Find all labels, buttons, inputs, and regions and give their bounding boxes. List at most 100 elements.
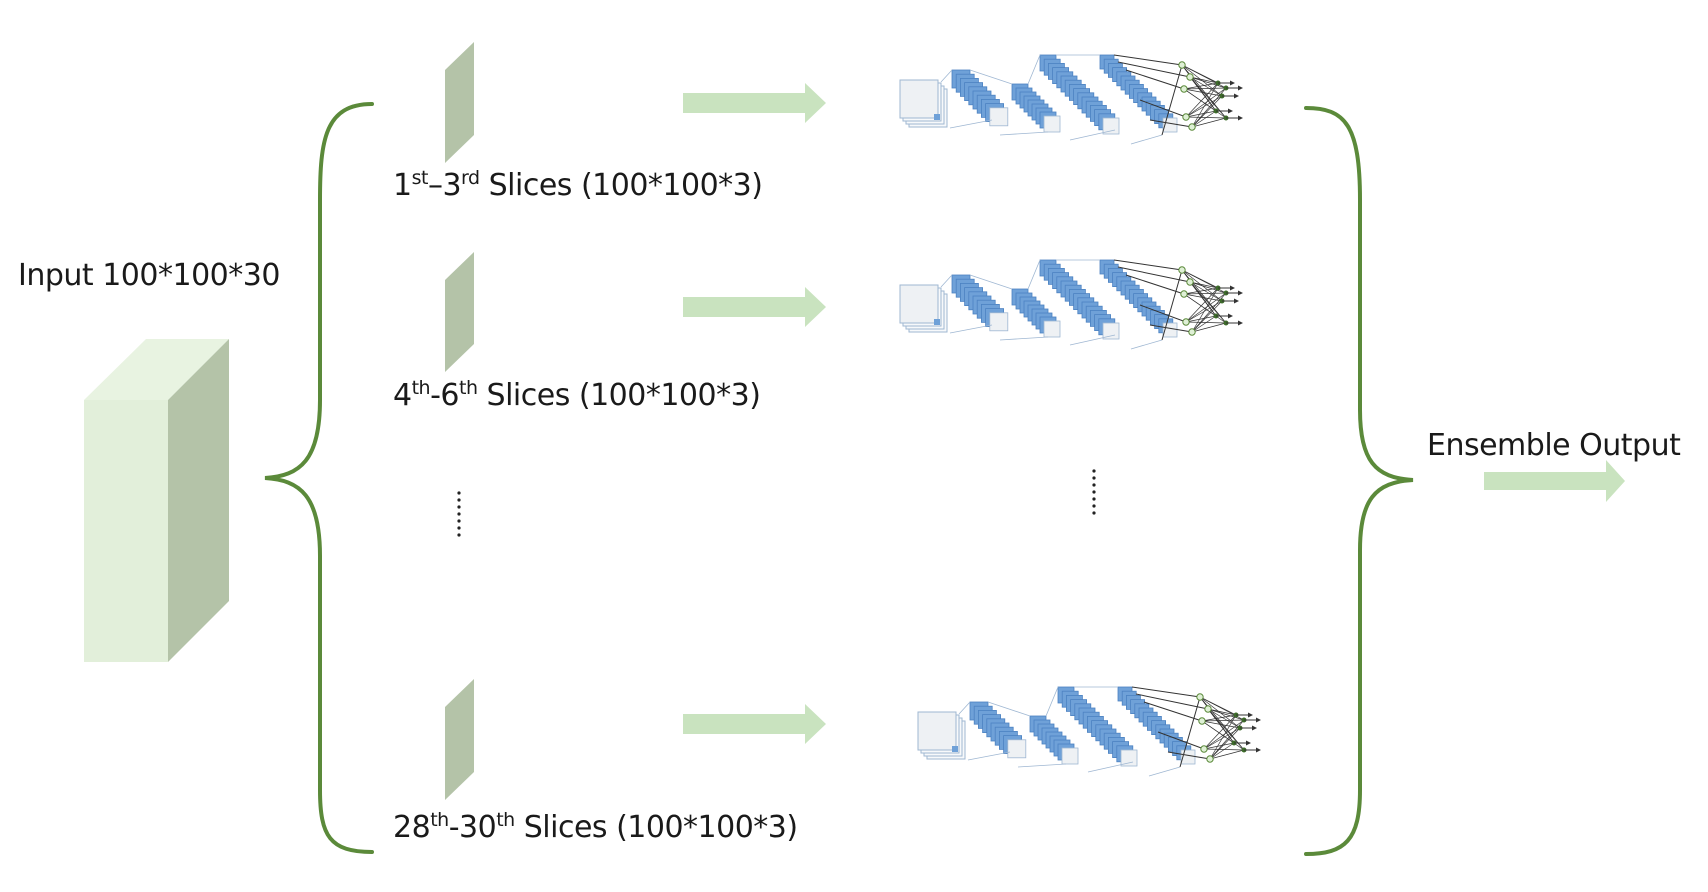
cnn-link <box>949 119 993 129</box>
cnn-link <box>999 131 1049 136</box>
cnn-link <box>1130 134 1163 145</box>
cnn-dense-edge <box>1125 274 1185 295</box>
cnn-dense-edge <box>1185 292 1227 323</box>
cnn-dense-edge <box>1125 69 1185 90</box>
cnn-dense-edge <box>1191 287 1219 333</box>
cnn-dense-edge <box>1139 304 1187 323</box>
cnn-dense-edge <box>1149 119 1193 128</box>
cnn-link <box>999 336 1049 341</box>
slice-plane-1 <box>445 42 474 163</box>
cnn-dense-edge <box>1189 281 1219 289</box>
cnn-kernel <box>934 114 940 120</box>
slice-label-2-sep: - <box>430 378 441 413</box>
cnn-model-1 <box>899 54 1243 145</box>
cnn-dense-node <box>1186 73 1194 81</box>
cnn-dense-edge <box>1117 61 1191 78</box>
cnn-dense-edge <box>1183 287 1219 295</box>
cnn-link <box>1069 334 1116 346</box>
flow-arrow-1 <box>683 83 826 123</box>
cnn-dense-edge <box>1209 749 1245 760</box>
cnn-dense-edge <box>1189 76 1219 84</box>
cnn-dense-edge <box>1149 324 1193 333</box>
slice-label-3-sep: - <box>448 810 460 845</box>
cnn-output-arrowhead <box>1256 747 1261 753</box>
right-ellipsis <box>1092 469 1096 515</box>
cnn-dense-edge <box>1185 110 1217 118</box>
cnn-link <box>967 751 1011 761</box>
cnn-dense-edge <box>1209 742 1235 760</box>
slice-label-2-num1: 4 <box>393 378 412 413</box>
cnn-dense-node <box>1182 318 1190 326</box>
cnn-dense-edge <box>1191 117 1227 128</box>
cnn-dense-edge <box>1191 300 1223 333</box>
cnn-dense-node <box>1180 85 1188 93</box>
cnn-output-arrowhead <box>1234 298 1239 304</box>
cnn-output-arrowhead <box>1238 290 1243 296</box>
cnn-dense-edge <box>1161 64 1183 136</box>
slice-label-2-sup2: th <box>459 377 478 399</box>
cnn-dense-edge <box>1183 292 1227 295</box>
cnn-dense-edge <box>1189 281 1227 294</box>
flow-arrow-3 <box>683 704 826 744</box>
cnn-dense-edge <box>1185 87 1227 118</box>
left-ellipsis <box>457 491 461 537</box>
cnn-output-arrowhead <box>1252 725 1257 731</box>
cnn-dense-edge <box>1207 708 1245 721</box>
cnn-link <box>1087 761 1134 773</box>
cnn-link <box>1130 339 1163 350</box>
cnn-link <box>940 274 953 288</box>
cnn-dense-node <box>1198 717 1206 725</box>
cnn-dense-edge <box>1209 714 1237 760</box>
cnn-input-map <box>899 79 939 119</box>
slice-label-2-rest: Slices (100*100*3) <box>477 378 761 413</box>
output-label: Ensemble Output <box>1427 428 1681 463</box>
cnn-dense-edge <box>1139 99 1187 118</box>
cnn-output-arrowhead <box>1234 93 1239 99</box>
cnn-dense-node <box>1178 61 1186 69</box>
slice-label-1-num1: 1 <box>393 168 412 203</box>
slice-label-3-num1: 28 <box>393 810 431 845</box>
input-label: Input 100*100*30 <box>18 258 280 293</box>
cnn-feature-map <box>1043 115 1061 133</box>
cnn-dense-node <box>1178 266 1186 274</box>
cnn-dense-edge <box>1185 287 1219 323</box>
slice-label-2-sup1: th <box>411 377 431 399</box>
cnn-dense-edge <box>1191 315 1217 333</box>
cnn-dense-node <box>1204 705 1212 713</box>
cnn-feature-map <box>1061 747 1079 765</box>
left-brace <box>264 102 374 854</box>
cnn-feature-map <box>989 312 1009 332</box>
cnn-dense-edge <box>1201 720 1241 729</box>
slice-label-2: 4th-6th Slices (100*100*3) <box>393 377 761 413</box>
cnn-output-arrowhead <box>1246 740 1251 746</box>
cnn-dense-edge <box>1179 696 1201 768</box>
cnn-output-arrowhead <box>1238 115 1243 121</box>
slice-label-1-sup1: st <box>411 167 429 189</box>
cnn-output-arrowhead <box>1228 313 1233 319</box>
cnn-dense-edge <box>1185 315 1217 323</box>
cnn-dense-edge <box>1189 281 1217 317</box>
output-arrow <box>1484 460 1625 502</box>
cnn-link <box>1069 129 1116 141</box>
cnn-dense-edge <box>1191 82 1219 128</box>
cnn-feature-map <box>1007 739 1027 759</box>
cnn-output-arrowhead <box>1238 85 1243 91</box>
slice-label-3: 28th-30th Slices (100*100*3) <box>393 810 798 845</box>
cnn-dense-edge <box>1209 727 1241 760</box>
cnn-dense-edge <box>1131 686 1201 698</box>
cnn-link <box>949 324 993 334</box>
cnn-output-arrowhead <box>1228 108 1233 114</box>
cnn-dense-edge <box>1157 731 1205 750</box>
cnn-feature-map <box>989 107 1009 127</box>
cnn-dense-node <box>1206 755 1214 763</box>
cnn-dense-edge <box>1183 82 1219 90</box>
cnn-dense-edge <box>1207 708 1237 716</box>
slice-plane-3 <box>445 679 474 800</box>
slice-label-1-rest: Slices (100*100*3) <box>479 168 763 203</box>
cnn-dense-edge <box>1207 708 1241 729</box>
flow-arrow-2 <box>683 287 826 327</box>
cnn-kernel <box>952 746 958 752</box>
cnn-feature-map <box>1102 117 1120 135</box>
cnn-dense-edge <box>1201 714 1237 722</box>
cnn-input-map <box>917 711 957 751</box>
